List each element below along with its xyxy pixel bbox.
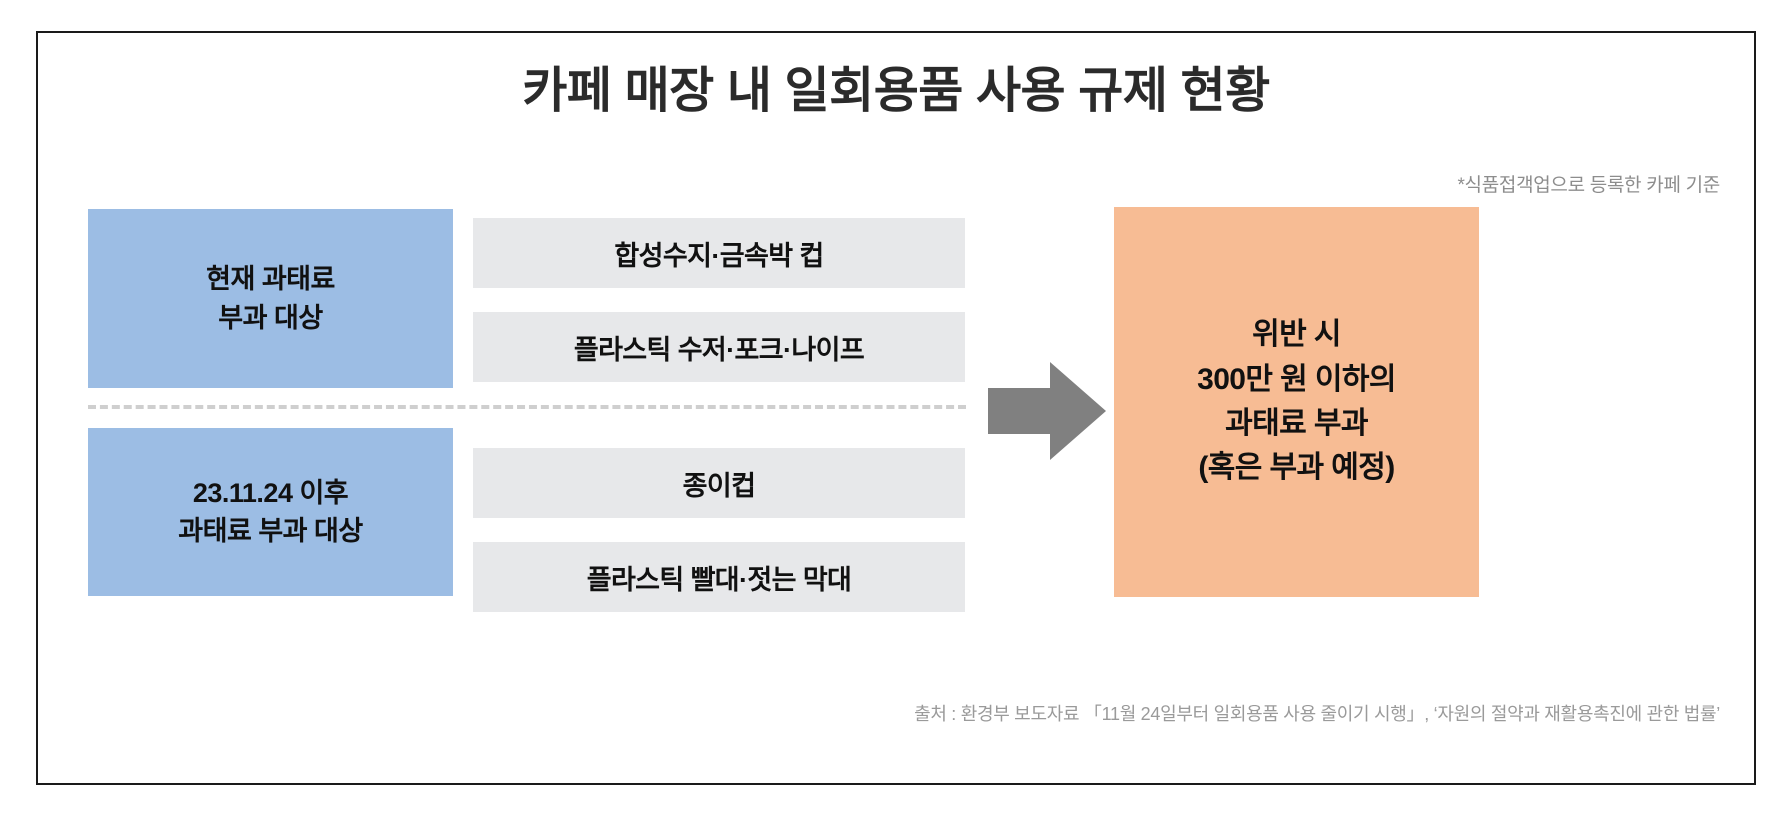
category-future-line2: 과태료 부과 대상 <box>178 516 363 546</box>
footnote-text: *식품접객업으로 등록한 카페 기준 <box>1457 175 1720 196</box>
category-box-current: 현재 과태료 부과 대상 <box>88 209 453 388</box>
item-row: 합성수지·금속박 컵 <box>473 218 965 288</box>
item-label: 합성수지·금속박 컵 <box>614 240 824 271</box>
result-line3: 과태료 부과 <box>1225 407 1368 440</box>
item-row: 플라스틱 수저·포크·나이프 <box>473 312 965 382</box>
category-future-line1: 23.11.24 이후 <box>192 477 349 508</box>
item-row: 플라스틱 빨대·젓는 막대 <box>473 542 965 612</box>
source-text: 출처 : 환경부 보도자료 「11월 24일부터 일회용품 사용 줄이기 시행」… <box>914 704 1720 724</box>
item-row: 종이컵 <box>473 448 965 518</box>
category-box-future: 23.11.24 이후 과태료 부과 대상 <box>88 428 453 596</box>
result-line1: 위반 시 <box>1252 318 1341 352</box>
category-current-line1: 현재 과태료 <box>206 264 335 295</box>
item-label: 종이컵 <box>682 470 756 501</box>
item-label: 플라스틱 수저·포크·나이프 <box>573 334 865 365</box>
result-line2: 300만 원 이하의 <box>1197 362 1396 396</box>
result-box-penalty: 위반 시 300만 원 이하의 과태료 부과 (혹은 부과 예정) <box>1114 207 1479 597</box>
result-label: 위반 시 300만 원 이하의 과태료 부과 (혹은 부과 예정) <box>1197 313 1396 491</box>
item-label: 플라스틱 빨대·젓는 막대 <box>586 564 852 595</box>
category-label-current: 현재 과태료 부과 대상 <box>206 260 335 337</box>
category-current-line2: 부과 대상 <box>218 302 323 333</box>
category-label-future: 23.11.24 이후 과태료 부과 대상 <box>178 474 363 551</box>
page-title: 카페 매장 내 일회용품 사용 규제 현황 <box>522 64 1270 118</box>
result-line4: (혹은 부과 예정) <box>1198 451 1395 485</box>
arrow-right-icon <box>988 362 1106 460</box>
section-divider <box>88 405 966 409</box>
